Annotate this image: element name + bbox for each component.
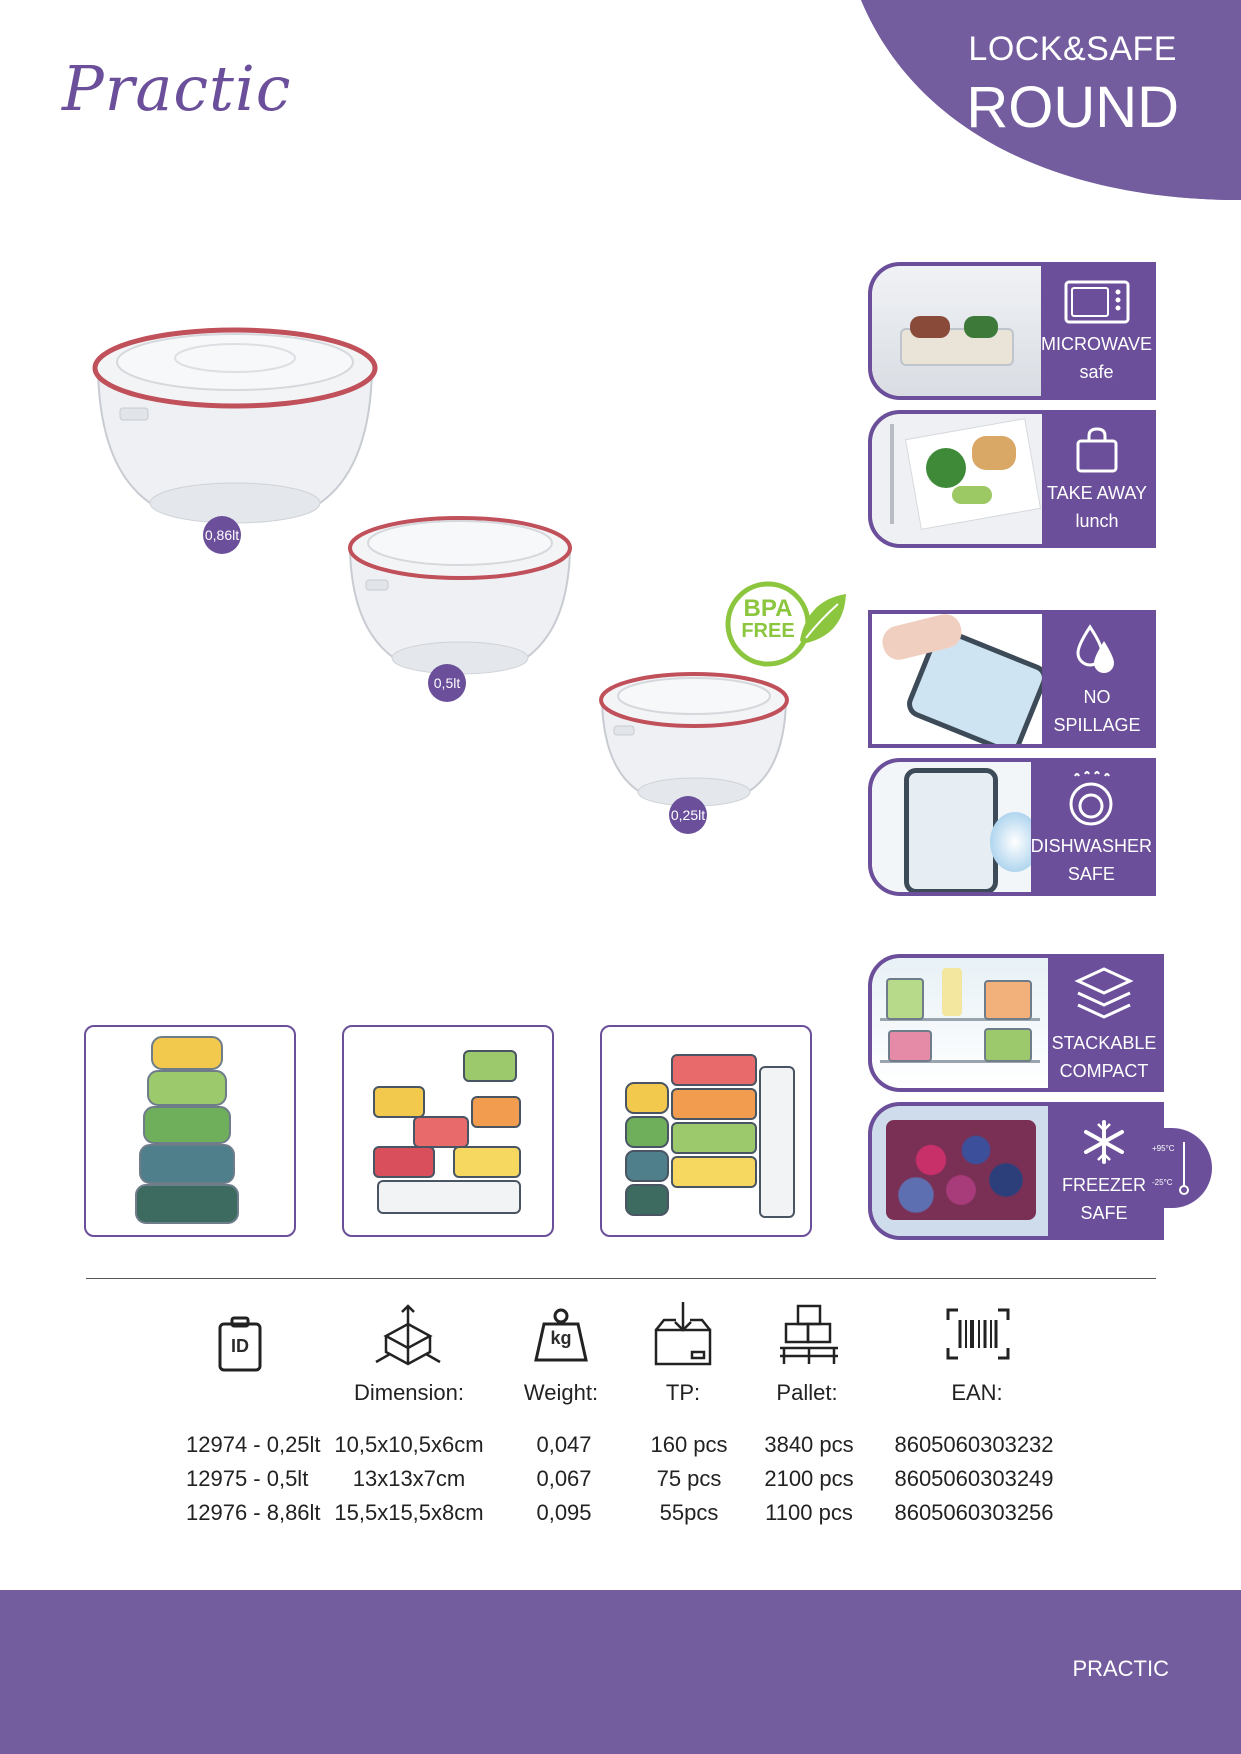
spec-table: 12974 - 0,25lt 10,5x10,5x6cm 0,047 160 p… [178,1428,1178,1530]
section-divider [86,1278,1156,1279]
feature-microwave-line1: MICROWAVE [1041,334,1152,354]
weight-icon-label: kg [550,1328,572,1348]
table-row: 12974 - 0,25lt 10,5x10,5x6cm 0,047 160 p… [178,1428,1178,1462]
product-name-title: ROUND [966,75,1179,140]
product-line-title: LOCK&SAFE [968,30,1177,68]
cell-pallet: 3840 pcs [764,1432,854,1457]
stack-icon [1074,967,1134,1019]
feature-nospill-line1: NO SPILLAGE [1053,687,1141,735]
footer-bar [0,1590,1241,1754]
feature-stackable-line1: STACKABLE [1051,1033,1157,1053]
cell-weight: 0,067 [536,1466,592,1491]
dishwasher-icon [1069,771,1113,826]
microwave-icon [1064,280,1129,324]
feature-takeaway-line2: lunch [1075,511,1119,531]
header-pallet: Pallet: [776,1380,838,1405]
header-corner-shape [861,0,1241,200]
thumbnail-mixed-containers [600,1025,812,1237]
microwave-food-photo [872,266,1041,396]
cell-pallet: 1100 pcs [765,1500,853,1525]
cell-weight: 0,047 [536,1432,592,1457]
bowl-medium-image [348,516,572,675]
thermometer-icon [1150,1128,1212,1208]
feature-dishwasher-line1: DISHWASHER [1030,836,1152,856]
thumbnail-rectangular-containers [342,1025,554,1237]
leaf-icon [725,581,846,667]
bpa-free-badge: BPA FREE [720,580,850,670]
cell-weight: 0,095 [536,1500,592,1525]
temp-min-label: -25°C [1152,1178,1173,1187]
dimension-icon [375,1304,441,1366]
lunch-plate-photo [872,414,1042,544]
cell-ean: 8605060303249 [894,1466,1054,1491]
cell-dimension: 15,5x15,5x8cm [334,1500,484,1525]
header-ean: EAN: [951,1380,1003,1405]
snowflake-icon [1084,1120,1124,1164]
feature-card-nospill: NO SPILLAGE [868,610,1156,748]
temp-max-label: +95°C [1152,1144,1175,1153]
thumbnail-stacked-bowls [84,1025,296,1237]
box-icon [654,1302,712,1366]
feature-card-freezer: FREEZER SAFE [868,1102,1164,1240]
brand-logo: Practic [62,52,292,125]
fridge-photo [872,958,1048,1088]
footer-brand: PRACTIC [1072,1656,1169,1681]
drops-icon [1076,624,1114,673]
cell-id: 12974 - 0,25lt [186,1432,321,1457]
cell-dimension: 13x13x7cm [352,1466,466,1491]
cell-id: 12975 - 0,5lt [186,1466,309,1491]
cell-ean: 8605060303232 [894,1432,1054,1457]
bowl-medium-size-badge: 0,5lt [428,664,466,702]
barcode-icon [946,1308,1010,1360]
rectangular-containers-image [373,1050,521,1214]
header-tp: TP: [665,1380,701,1405]
feature-freezer-line1: FREEZER [1061,1175,1146,1195]
bpa-text: BPA [743,595,793,622]
feature-card-takeaway: TAKE AWAY lunch [868,410,1156,548]
feature-card-stackable: STACKABLE COMPACT [868,954,1164,1092]
bowl-small-size-badge: 0,25lt [669,796,707,834]
cell-tp: 75 pcs [656,1466,722,1491]
feature-takeaway-line1: TAKE AWAY [1046,483,1148,503]
cell-id: 12976 - 8,86lt [186,1500,321,1525]
thermometer-badge: +95°C -25°C [1150,1128,1212,1208]
free-text: FREE [741,620,795,642]
feature-stackable-line2: COMPACT [1059,1061,1149,1081]
frozen-berries-photo [872,1106,1048,1236]
mixed-containers-image [625,1054,795,1218]
feature-freezer-line2: SAFE [1080,1203,1128,1223]
id-icon [218,1316,262,1372]
weight-icon [534,1308,588,1362]
bowl-large-image [92,327,378,524]
cell-pallet: 2100 pcs [764,1466,854,1491]
cell-dimension: 10,5x10,5x6cm [334,1432,484,1457]
table-row: 12975 - 0,5lt 13x13x7cm 0,067 75 pcs 210… [178,1462,1178,1496]
feature-card-microwave: MICROWAVE safe [868,262,1156,400]
id-icon-label: ID [231,1336,249,1356]
bag-icon [1076,427,1118,473]
header-dimension: Dimension: [353,1380,465,1405]
bowl-small-image [599,672,789,807]
container-splash-photo [872,762,1031,892]
feature-card-dishwasher: DISHWASHER SAFE [868,758,1156,896]
stacked-bowls-image [135,1036,239,1224]
feature-dishwasher-line2: SAFE [1067,864,1115,884]
cell-tp: 160 pcs [650,1432,728,1457]
cell-tp: 55pcs [659,1500,719,1525]
bowl-large-size-badge: 0,86lt [203,516,241,554]
header-weight: Weight: [523,1380,599,1405]
table-row: 12976 - 8,86lt 15,5x15,5x8cm 0,095 55pcs… [178,1496,1178,1530]
hand-container-photo [872,614,1042,744]
feature-microwave-line2: safe [1079,362,1114,382]
cell-ean: 8605060303256 [894,1500,1054,1525]
pallet-icon [780,1304,838,1364]
